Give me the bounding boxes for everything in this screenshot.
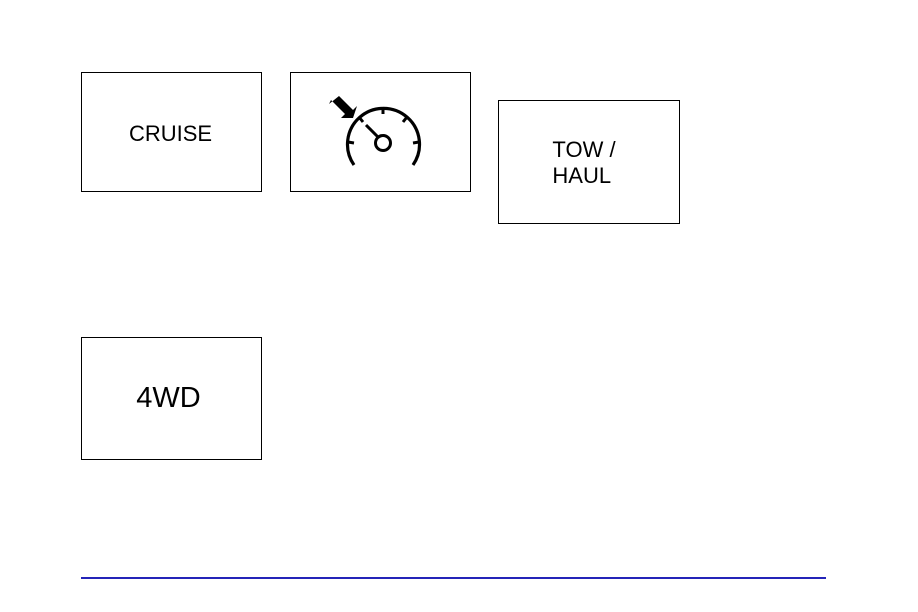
four-wd-label: 4WD xyxy=(136,382,200,415)
arrow-icon xyxy=(329,96,357,118)
tow-haul-label: TOW / HAUL xyxy=(552,137,615,189)
speedometer-symbol-box xyxy=(290,72,471,192)
tow-haul-line2: HAUL xyxy=(552,163,615,189)
gauge-hub xyxy=(376,136,391,151)
four-wd-symbol-box: 4WD xyxy=(81,337,262,460)
cruise-speedometer-icon xyxy=(291,73,472,193)
cruise-label: CRUISE xyxy=(129,121,212,147)
tow-haul-line1: TOW / xyxy=(552,137,615,163)
tow-haul-symbol-box: TOW / HAUL xyxy=(498,100,680,224)
footer-rule xyxy=(81,577,826,579)
gauge-tick xyxy=(403,117,407,122)
gauge-tick xyxy=(413,142,419,143)
gauge-needle xyxy=(366,125,378,137)
gauge-tick xyxy=(348,142,354,143)
cruise-symbol-box: CRUISE xyxy=(81,72,262,192)
gauge-tick xyxy=(359,117,363,122)
